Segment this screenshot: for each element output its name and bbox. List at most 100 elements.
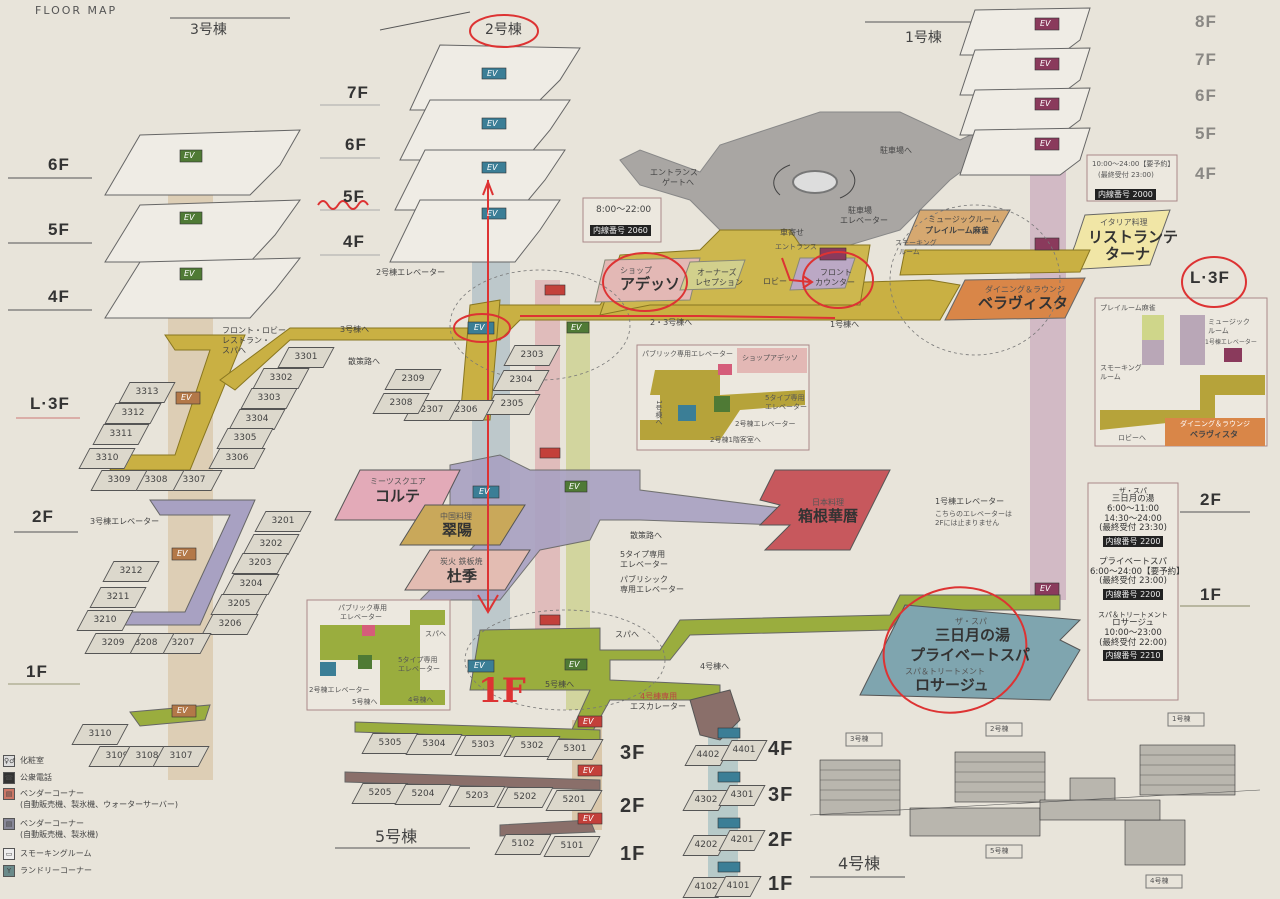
elevator-label: EV [184, 213, 195, 222]
room-number: 3301 [294, 352, 318, 362]
spa-info-hours: 14:30〜24:00 [1104, 513, 1162, 524]
to-parking-direction[interactable]: 駐車場へ [880, 146, 912, 155]
venue-rosage[interactable]: ロサージュ [915, 676, 989, 694]
room-number: 5301 [563, 744, 587, 754]
room-number: 4201 [730, 835, 754, 845]
room-number: 5201 [562, 795, 586, 805]
to-b1-direction[interactable]: 1号棟へ [830, 320, 860, 329]
legend-item: ☎ 公衆電話 [3, 772, 52, 784]
guest-room: 3312 [104, 403, 162, 424]
to-b3-direction[interactable]: 3号棟へ [340, 325, 370, 334]
ristorante-extension: 内線番号 2000 [1095, 183, 1156, 201]
guest-room: 5304 [405, 734, 463, 755]
entrance-gate-direction[interactable]: エントランス [650, 168, 698, 177]
guest-room: 3304 [228, 409, 286, 430]
legend-label: ベンダーコーナー [20, 789, 84, 798]
venue-ristorante[interactable]: リストランテ [1088, 228, 1179, 246]
venue-suiyo[interactable]: 翠陽 [442, 521, 473, 539]
floor-label-b5-2f: 2F [620, 795, 646, 817]
elevator-label: EV [583, 717, 594, 726]
music-room-label[interactable]: ミュージックルーム [928, 215, 1000, 224]
legend-note: (自動販売機、製氷機、ウォーターサーバー) [20, 800, 179, 809]
to-b23-direction[interactable]: 2・3号棟へ [650, 318, 693, 327]
elevator-label: EV [1040, 99, 1051, 108]
guest-room: 3209 [84, 633, 142, 654]
floor-label-main-2f: 2F [1200, 490, 1222, 509]
guest-room: 3212 [102, 561, 160, 582]
floor-label-b1-8f: 8F [1195, 12, 1217, 31]
venue-private-spa[interactable]: プライベートスパ [910, 646, 1031, 664]
room-number: 5304 [422, 739, 446, 749]
floor-label-b4-4f: 4F [768, 738, 794, 760]
entrance-gate-direction-2: ゲートへ [662, 178, 694, 187]
legend-label: 公衆電話 [20, 773, 52, 782]
spa-info-extension: 内線番号 2200 [1102, 536, 1164, 548]
parking-elevator-label-2: エレベーター [840, 216, 888, 225]
toki-sub: 炭火 鉄板焼 [440, 557, 483, 566]
elevation-drawing [809, 744, 1261, 866]
front-lobby-direction-3: スパへ [222, 346, 246, 355]
legend-item: ♀♂化粧室 [3, 755, 44, 767]
guest-room: 3205 [210, 594, 268, 615]
front-lobby-direction[interactable]: フロント・ロビー [222, 326, 286, 335]
inset-1f-s-type: 5タイプ専用 [398, 656, 438, 664]
guest-room: 3202 [242, 534, 300, 555]
guest-room: 3110 [71, 724, 129, 745]
to-b4-direction[interactable]: 4号棟へ [700, 662, 730, 671]
guest-room: 3302 [252, 368, 310, 389]
guest-room: 3210 [76, 610, 134, 631]
vending-gray-icon: ▤ [3, 818, 15, 830]
inset-l3-to-lobby[interactable]: ロビーへ [1118, 434, 1146, 442]
venue-bellavista[interactable]: ベラヴィスタ [978, 294, 1069, 312]
legend-label: 化粧室 [20, 756, 44, 765]
venue-adesso[interactable]: アデッソ [620, 275, 681, 293]
suiyo-sub: 中国料理 [440, 512, 472, 521]
room-number: 3309 [107, 475, 131, 485]
entrance-label: エントランス [775, 243, 817, 251]
elevator-label: EV [487, 163, 498, 172]
car-drop-label: 車寄せ [780, 228, 804, 237]
guest-room: 3309 [90, 470, 148, 491]
inset-l3-bellavista-sub: ダイニング＆ラウンジ [1180, 420, 1250, 428]
b2-elevator-label: 2号棟エレベーター [376, 268, 446, 277]
room-number: 4101 [726, 881, 750, 891]
b1-elevator-label: 1号棟エレベーター [935, 497, 1005, 506]
inset-2f-b2-elevator: 2号棟エレベーター [735, 420, 796, 428]
guest-room: 5202 [496, 787, 554, 808]
guest-room: 4301 [718, 785, 766, 806]
playroom-mahjong-label[interactable]: プレイルーム麻雀 [925, 226, 989, 235]
to-b5-direction[interactable]: 5号棟へ [545, 680, 575, 689]
b1-elevator-note: こちらのエレベーターは [935, 510, 1012, 518]
guest-room: 3305 [216, 428, 274, 449]
inset-l3-bellavista: ベラヴィスタ [1190, 430, 1238, 439]
spa-info-sub: ザ・スパ [1119, 487, 1147, 495]
smoking-room-icon: ▭ [3, 848, 15, 860]
phone-icon: ☎ [3, 772, 15, 784]
spa-info-hours: 6:00〜11:00 [1106, 503, 1160, 514]
inset-1f-s-type-2: エレベーター [398, 665, 440, 673]
owners-reception-label: オーナーズ [697, 268, 737, 277]
guest-room: 2308 [372, 393, 430, 414]
venue-corte[interactable]: コルテ [375, 487, 421, 505]
room-number: 4401 [732, 745, 756, 755]
room-number: 5203 [465, 791, 489, 801]
guest-room: 3206 [201, 614, 259, 635]
venue-hakone[interactable]: 箱根華暦 [798, 507, 859, 525]
floor-label-b2-5f: 5F [343, 187, 365, 206]
b4-escalator-label: 4号棟専用 [640, 692, 678, 701]
to-walk-path-direction-2f[interactable]: 散策路へ [630, 531, 662, 540]
to-spa-direction[interactable]: スパへ [615, 630, 639, 639]
venue-toki[interactable]: 杜季 [447, 567, 478, 585]
floor-label-b5-1f: 1F [620, 843, 646, 865]
floor-label-b3-2f: 2F [32, 507, 54, 526]
floor-label-b3-4f: 4F [48, 287, 70, 306]
room-number: 3212 [119, 566, 143, 576]
venue-mikazuki[interactable]: 三日月の湯 [935, 626, 1011, 644]
hakone-sub: 日本料理 [812, 498, 844, 507]
elevator-label: EV [569, 660, 580, 669]
room-number: 3303 [257, 393, 281, 403]
to-walk-path-direction[interactable]: 散策路へ [348, 357, 380, 366]
guest-room: 3301 [277, 347, 335, 368]
